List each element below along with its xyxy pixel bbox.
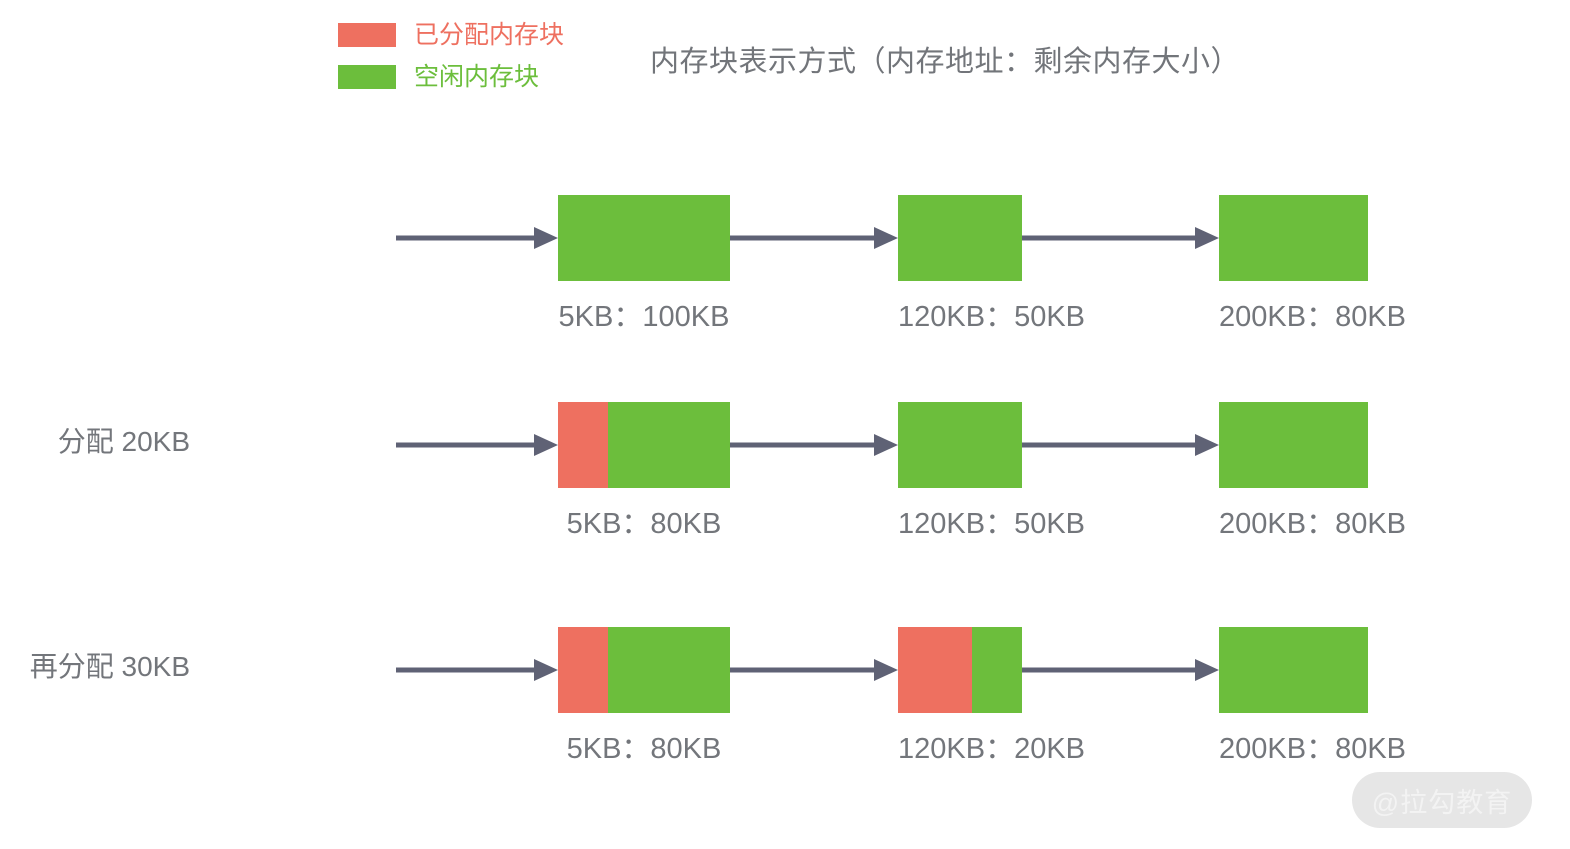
memory-block	[898, 402, 1022, 488]
memory-block	[558, 195, 730, 281]
block-segment-free	[1219, 402, 1368, 488]
memory-block-label: 5KB：80KB	[566, 733, 722, 765]
memory-block-label: 120KB：20KB	[898, 733, 1086, 765]
row-label: 再分配 30KB	[29, 651, 190, 682]
legend-label-free: 空闲内存块	[414, 62, 540, 91]
connector-arrow	[1022, 227, 1219, 249]
block-segment-free	[607, 627, 730, 713]
memory-block	[1219, 402, 1368, 488]
memory-block	[1219, 627, 1368, 713]
legend-item-allocated: 已分配内存块	[338, 18, 564, 52]
block-segment-free	[898, 195, 1022, 281]
memory-block	[1219, 195, 1368, 281]
watermark: @拉勾教育	[1352, 772, 1532, 828]
memory-block-label: 120KB：50KB	[898, 508, 1086, 540]
block-segment-free	[607, 402, 730, 488]
block-segment-free	[898, 402, 1022, 488]
connector-arrow	[1022, 434, 1219, 456]
memory-block-label: 200KB：80KB	[1219, 508, 1407, 540]
memory-block	[558, 627, 730, 713]
memory-block	[558, 402, 730, 488]
block-segment-free	[558, 195, 730, 281]
block-segment-allocated	[558, 627, 608, 713]
memory-block-label: 5KB：80KB	[566, 508, 722, 540]
block-segment-free	[1219, 627, 1368, 713]
memory-block-label: 200KB：80KB	[1219, 733, 1407, 765]
legend-item-free: 空闲内存块	[338, 60, 564, 94]
legend-swatch-allocated	[338, 23, 396, 47]
legend: 已分配内存块 空闲内存块	[338, 18, 564, 102]
block-segment-free	[972, 627, 1022, 713]
connector-arrow	[730, 227, 898, 249]
lead-in-arrow	[396, 434, 558, 456]
lead-in-arrow	[396, 227, 558, 249]
lead-in-arrow	[396, 659, 558, 681]
memory-block	[898, 195, 1022, 281]
legend-label-allocated: 已分配内存块	[414, 20, 565, 49]
diagram-title: 内存块表示方式（内存地址：剩余内存大小）	[650, 46, 1241, 78]
row-label: 分配 20KB	[57, 426, 190, 457]
memory-block-label: 120KB：50KB	[898, 301, 1086, 333]
connector-arrow	[730, 659, 898, 681]
connector-arrow	[730, 434, 898, 456]
block-segment-allocated	[898, 627, 973, 713]
connector-arrow	[1022, 659, 1219, 681]
block-segment-allocated	[558, 402, 608, 488]
memory-block	[898, 627, 1022, 713]
legend-swatch-free	[338, 65, 396, 89]
memory-block-label: 5KB：100KB	[558, 301, 730, 333]
memory-block-label: 200KB：80KB	[1219, 301, 1407, 333]
block-segment-free	[1219, 195, 1368, 281]
